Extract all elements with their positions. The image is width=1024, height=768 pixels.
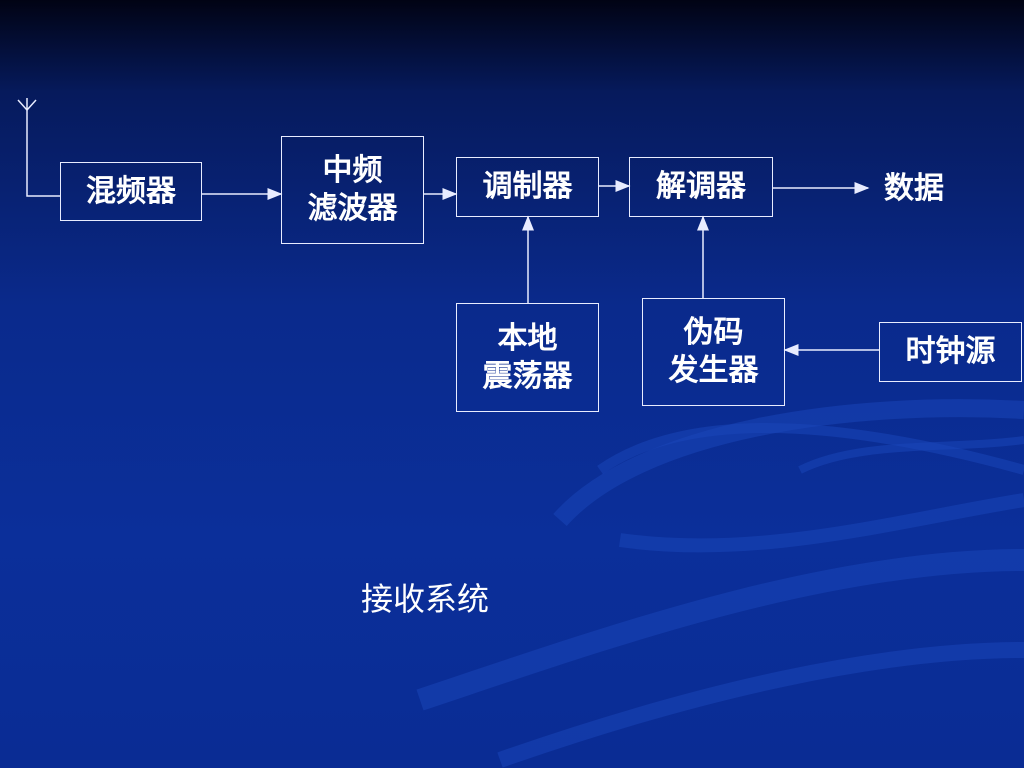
diagram-caption: 接收系统: [361, 580, 490, 618]
mixer-block: 混频器: [60, 162, 202, 221]
demodulator-block: 解调器: [629, 157, 773, 217]
pn-generator-block: 伪码 发生器: [642, 298, 785, 406]
antenna-icon: [17, 98, 37, 111]
clock-source-block: 时钟源: [879, 322, 1022, 382]
if-filter-block: 中频 滤波器: [281, 136, 424, 244]
local-oscillator-block: 本地 震荡器: [456, 303, 599, 412]
modulator-block: 调制器: [456, 157, 599, 217]
antenna-feed-line: [26, 110, 60, 197]
data-output-label: 数据: [884, 171, 944, 206]
